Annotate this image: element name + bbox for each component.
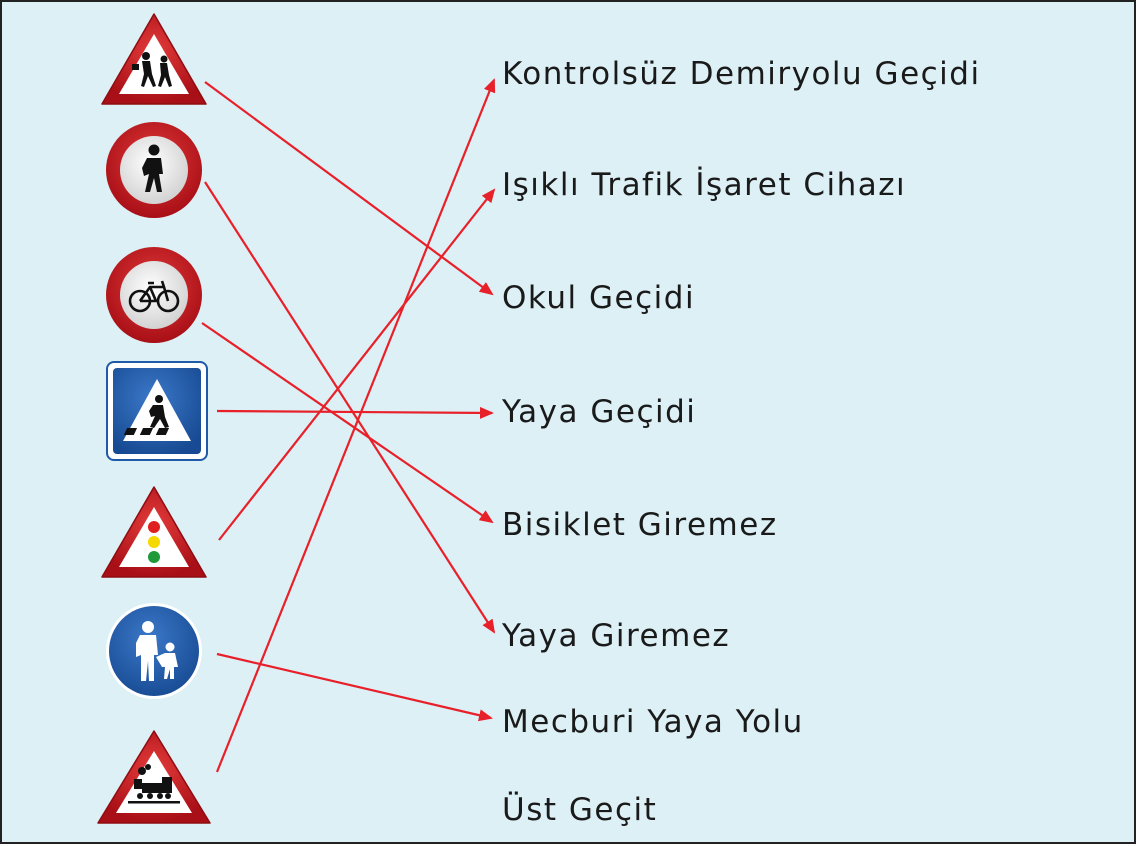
no-bicycles-sign-icon xyxy=(106,247,202,343)
label-mecburi-yaya-yolu: Mecburi Yaya Yolu xyxy=(502,704,804,740)
pedestrian-path-sign-icon xyxy=(106,603,202,699)
match-arrow xyxy=(218,188,496,541)
label-kontrolsuz-demiryolu-gecidi: Kontrolsüz Demiryolu Geçidi xyxy=(502,56,981,92)
match-arrow xyxy=(216,652,493,722)
match-arrow xyxy=(204,81,494,296)
match-arrows xyxy=(201,78,496,773)
school-crossing-sign-icon xyxy=(101,13,207,105)
label-yaya-giremez: Yaya Giremez xyxy=(501,618,730,654)
traffic-lights-sign-icon xyxy=(101,486,207,578)
match-arrow xyxy=(204,181,496,634)
label-okul-gecidi: Okul Geçidi xyxy=(502,280,695,316)
label-yaya-gecidi: Yaya Geçidi xyxy=(501,394,696,430)
label-bisiklet-giremez: Bisiklet Giremez xyxy=(502,507,778,543)
pedestrian-crossing-sign-icon xyxy=(106,361,208,461)
label-ust-gecit: Üst Geçit xyxy=(502,791,657,828)
label-isikli-trafik-isaret-cihazi: Işıklı Trafik İşaret Cihazı xyxy=(502,167,906,203)
match-arrow xyxy=(216,406,494,419)
no-pedestrians-sign-icon xyxy=(106,122,202,218)
match-arrow xyxy=(215,78,496,773)
railway-crossing-sign-icon xyxy=(97,730,211,824)
match-arrow xyxy=(201,322,494,524)
answer-labels: Kontrolsüz Demiryolu Geçidi Işıklı Trafi… xyxy=(501,56,981,828)
